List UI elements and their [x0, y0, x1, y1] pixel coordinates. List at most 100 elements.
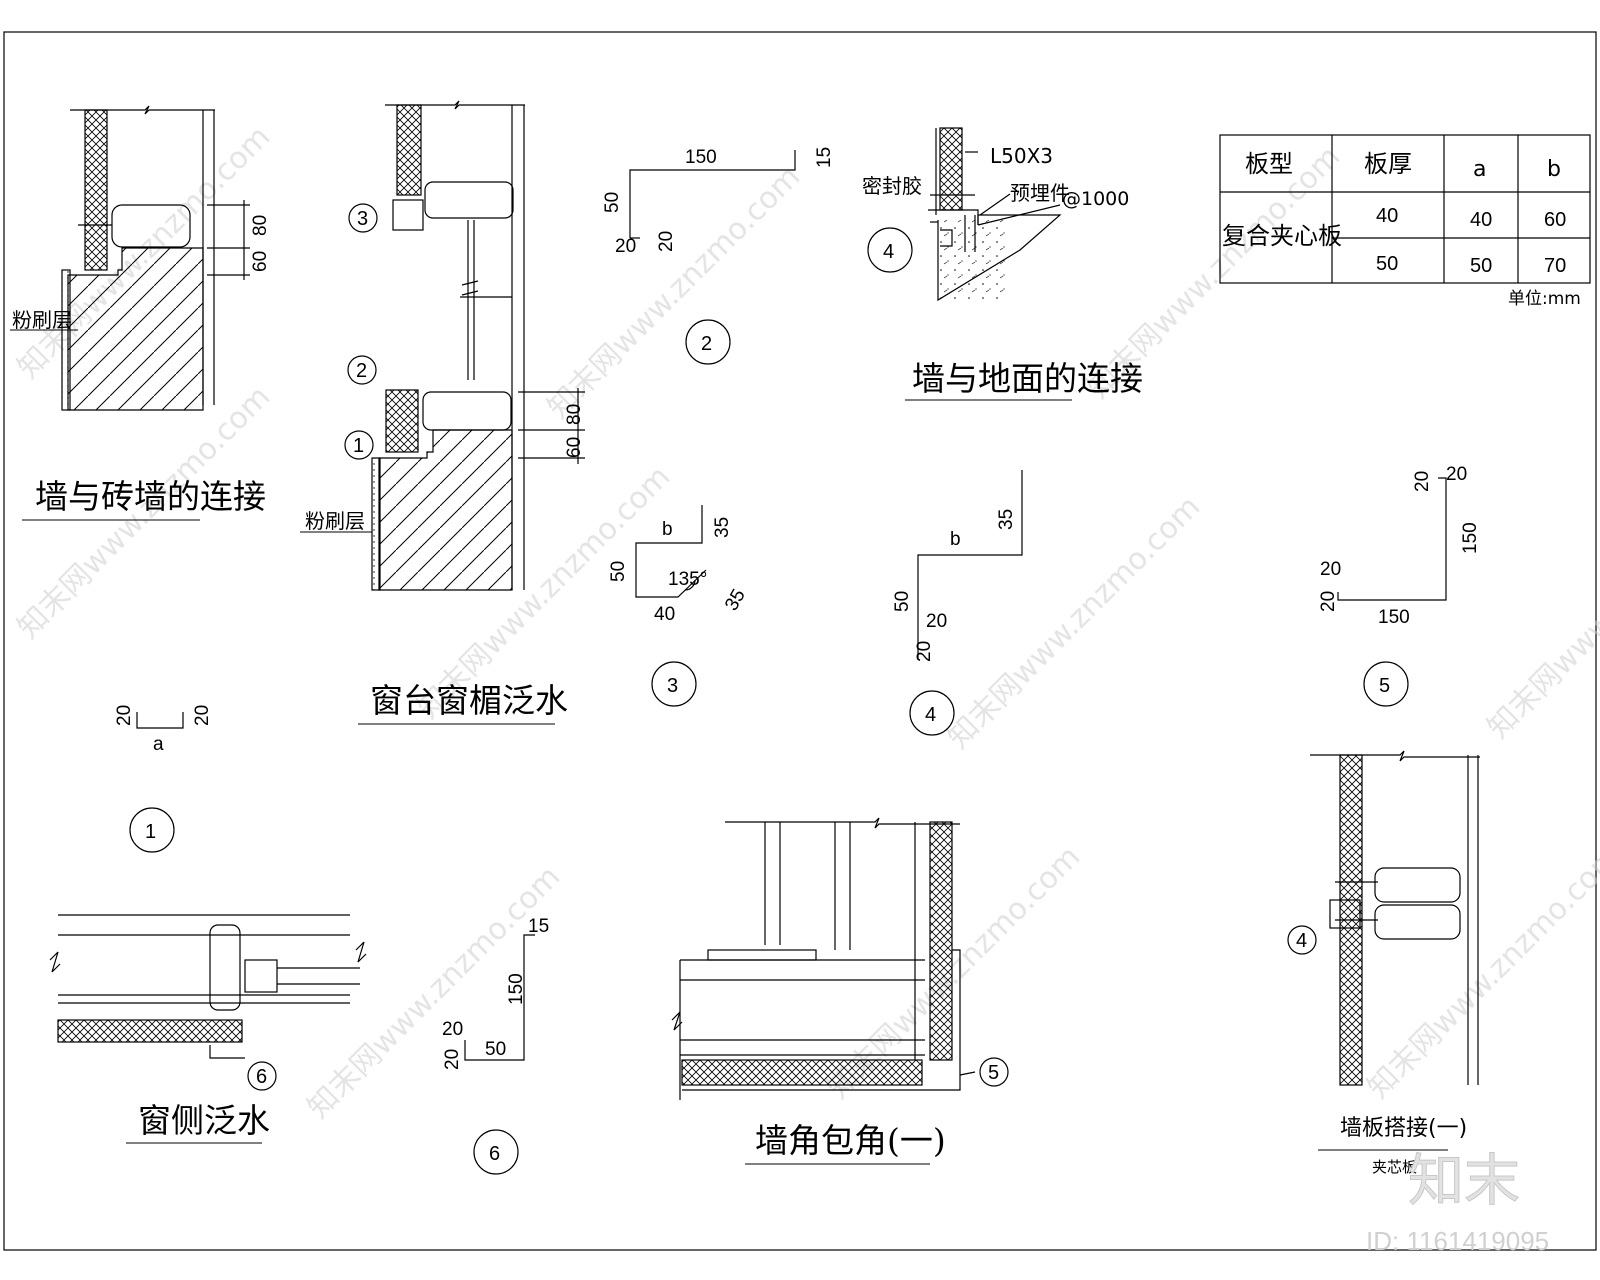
svg-text:3: 3: [357, 208, 368, 230]
watermark-text: 知末网www.znzmo.com: [1361, 839, 1600, 1105]
dim-15: 15: [528, 916, 549, 937]
svg-text:5: 5: [1379, 675, 1390, 697]
watermark-text: 知末网www.znzmo.com: [301, 859, 567, 1125]
dim-80: 80: [250, 215, 271, 236]
dim-35: 35: [712, 517, 733, 538]
marker-2: 2: [685, 319, 731, 365]
dim-20: 20: [1320, 559, 1341, 580]
profile-3: [635, 505, 707, 598]
marker-4: 4: [909, 690, 955, 736]
dim-20: 20: [615, 236, 636, 257]
detail-window-sill: [371, 100, 585, 591]
sheet-border: [3, 31, 1597, 1251]
marker-1: 1: [344, 430, 374, 460]
dim-80: 80: [564, 404, 585, 425]
svg-text:2: 2: [701, 333, 712, 355]
embed-label: 预埋件: [1010, 181, 1070, 205]
dim-20: 20: [1318, 591, 1339, 612]
detail-brick-wall: [61, 105, 250, 411]
dim-150: 150: [1460, 522, 1481, 554]
profile-2: [629, 150, 796, 239]
marker-1: 1: [129, 807, 175, 853]
sealant-label: 密封胶: [862, 174, 922, 198]
table-cell: 40: [1470, 209, 1492, 231]
title-window-sill: 窗台窗楣泛水: [370, 681, 568, 720]
panel-lap-subtitle: 夹芯板: [1372, 1158, 1417, 1176]
dim-a: a: [153, 734, 164, 755]
marker-6: 6: [473, 1129, 519, 1175]
dim-50: 50: [602, 192, 623, 213]
svg-text:6: 6: [489, 1143, 500, 1165]
dim-20: 20: [114, 705, 135, 726]
marker-5: 5: [1363, 661, 1409, 707]
svg-text:4: 4: [883, 241, 894, 263]
title-corner: 墙角包角(一): [755, 1121, 946, 1160]
dim-50: 50: [608, 561, 629, 582]
marker-5: 5: [979, 1057, 1009, 1087]
dim-60: 60: [564, 437, 585, 458]
marker-3: 3: [651, 661, 697, 707]
dim-60: 60: [250, 251, 271, 272]
svg-text:3: 3: [667, 675, 678, 697]
dim-15: 15: [814, 147, 835, 168]
title-brick-wall: 墙与砖墙的连接: [35, 477, 266, 516]
svg-text:2: 2: [356, 360, 367, 382]
marker-4: 4: [1287, 925, 1317, 955]
dim-40: 40: [654, 604, 675, 625]
svg-text:4: 4: [925, 704, 936, 726]
detail-window-side: [49, 914, 367, 1059]
dim-20: 20: [442, 1049, 463, 1070]
table-header-thickness: 板厚: [1364, 150, 1412, 178]
panel-table: [1219, 134, 1591, 284]
marker-4: 4: [867, 227, 913, 273]
profile-6: [464, 934, 535, 1061]
table-header-a: a: [1473, 157, 1486, 182]
dim-20: 20: [914, 641, 935, 662]
marker-3: 3: [348, 203, 378, 233]
table-cell: 60: [1544, 209, 1566, 231]
table-cell: 50: [1470, 255, 1492, 277]
dim-150: 150: [1378, 607, 1410, 628]
dim-20: 20: [442, 1019, 463, 1040]
svg-text:1: 1: [145, 821, 156, 843]
watermark-text: 知末网www.znzmo.com: [541, 159, 807, 425]
spacing-label: @1000: [1062, 188, 1129, 210]
plaster-label: 粉刷层: [12, 308, 72, 332]
table-header-b: b: [1547, 157, 1561, 182]
dim-150: 150: [506, 973, 527, 1005]
detail-ground: [928, 127, 1062, 302]
watermark-logo: 知末: [1408, 1149, 1520, 1214]
dim-150: 150: [685, 147, 717, 168]
dim-20: 20: [192, 705, 213, 726]
watermark-text: 知末网www.znzmo.com: [941, 489, 1207, 755]
dim-b: b: [662, 519, 673, 540]
svg-text:1: 1: [353, 435, 364, 457]
title-panel-lap: 墙板搭接(一): [1340, 1116, 1467, 1141]
table-cell: 50: [1376, 253, 1398, 275]
profile-1: [136, 712, 184, 729]
marker-6: 6: [247, 1061, 277, 1091]
dim-50: 50: [892, 591, 913, 612]
watermark-id: ID: 1161419095: [1366, 1226, 1549, 1256]
table-header-type: 板型: [1245, 150, 1293, 178]
svg-text:6: 6: [256, 1066, 267, 1088]
dim-b: b: [950, 529, 961, 550]
plaster-label: 粉刷层: [305, 509, 365, 533]
dim-35: 35: [996, 509, 1017, 530]
dim-20: 20: [926, 611, 947, 632]
table-cell: 70: [1544, 255, 1566, 277]
table-cell: 40: [1376, 205, 1398, 227]
dim-20: 20: [1446, 464, 1467, 485]
marker-2: 2: [347, 355, 377, 385]
profile-5: [1337, 477, 1447, 601]
detail-corner: [671, 817, 976, 1100]
title-window-side: 窗侧泛水: [138, 1101, 270, 1140]
dim-135: 135°: [668, 569, 707, 590]
angle-label: L50X3: [990, 144, 1053, 168]
table-panel-type: 复合夹心板: [1222, 222, 1342, 250]
svg-text:4: 4: [1296, 930, 1307, 952]
detail-panel-lap: [1310, 750, 1480, 1086]
watermark-text: 知末网www.znzmo.com: [1481, 479, 1600, 745]
title-ground: 墙与地面的连接: [912, 359, 1143, 398]
